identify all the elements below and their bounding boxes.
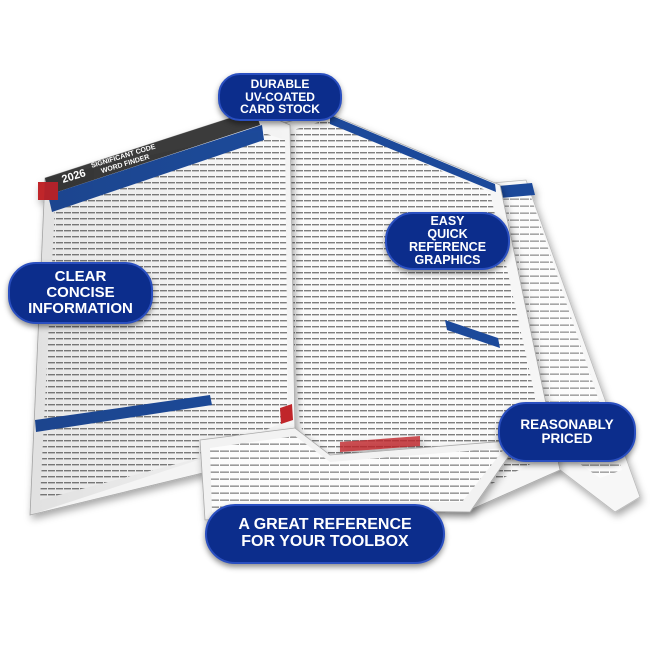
bottom-fold bbox=[199, 427, 521, 521]
callout-reasonably: REASONABLY PRICED bbox=[498, 402, 636, 462]
callout-durable: DURABLE UV-COATED CARD STOCK bbox=[218, 73, 342, 121]
callout-easy-line: QUICK bbox=[427, 226, 468, 241]
callout-durable-line: UV-COATED bbox=[245, 89, 315, 104]
callout-reasonably-line: REASONABLY bbox=[520, 416, 614, 432]
callout-great-line: A GREAT REFERENCE bbox=[238, 516, 412, 534]
callout-clear: CLEAR CONCISE INFORMATION bbox=[8, 262, 153, 324]
callout-great-line: FOR YOUR TOOLBOX bbox=[241, 533, 409, 550]
callout-clear-line: CLEAR bbox=[54, 268, 107, 286]
callout-reasonably-line: PRICED bbox=[541, 431, 593, 446]
callout-durable-line: DURABLE bbox=[250, 77, 310, 92]
callout-great: A GREAT REFERENCE FOR YOUR TOOLBOX bbox=[205, 504, 445, 564]
callout-easy-line: EASY bbox=[430, 213, 465, 228]
callout-easy-line: REFERENCE bbox=[408, 240, 487, 254]
callout-durable-line: CARD STOCK bbox=[240, 102, 320, 117]
callout-easy: EASY QUICK REFERENCE GRAPHICS bbox=[385, 212, 510, 270]
callout-easy-line: GRAPHICS bbox=[414, 253, 481, 268]
left-panel bbox=[29, 109, 296, 516]
callout-clear-line: INFORMATION bbox=[28, 299, 133, 317]
callout-clear-line: CONCISE bbox=[46, 284, 115, 302]
